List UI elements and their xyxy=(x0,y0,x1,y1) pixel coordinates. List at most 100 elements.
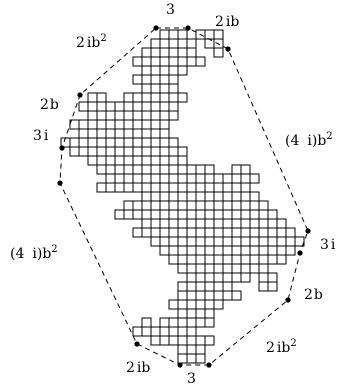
lattice-cell xyxy=(240,272,251,283)
lattice-cell xyxy=(96,137,107,148)
lattice-cell xyxy=(231,173,242,184)
lattice-cell xyxy=(258,263,269,274)
lattice-cell xyxy=(114,164,125,175)
vertex-lower-right xyxy=(285,297,291,303)
lattice-cell xyxy=(87,101,98,112)
lattice-cell xyxy=(141,209,152,220)
lattice-cell xyxy=(195,281,206,292)
lattice-cell xyxy=(258,254,269,265)
label-bottom-3: 3 xyxy=(187,371,196,387)
lattice-cell xyxy=(213,236,224,247)
lattice-cell xyxy=(294,236,305,247)
lattice-cell xyxy=(186,191,197,202)
lattice-cell xyxy=(87,128,98,139)
lattice-cell xyxy=(213,299,224,310)
lattice-cell xyxy=(240,191,251,202)
lattice-cell xyxy=(141,56,152,67)
lattice-cell xyxy=(87,155,98,166)
lattice-cell xyxy=(249,254,260,265)
lattice-cell xyxy=(168,164,179,175)
lattice-cell xyxy=(249,200,260,211)
lattice-cell xyxy=(78,146,89,157)
lattice-cell xyxy=(87,110,98,121)
lattice-cell xyxy=(168,92,179,103)
lattice-cell xyxy=(204,29,215,40)
lattice-cell xyxy=(141,164,152,175)
lattice-cell xyxy=(150,191,161,202)
lattice-cell xyxy=(186,236,197,247)
lattice-cell xyxy=(231,227,242,238)
lattice-cell xyxy=(231,218,242,229)
lattice-cell xyxy=(204,173,215,184)
lattice-cell xyxy=(240,245,251,256)
vertex-lower-left xyxy=(134,341,140,347)
lattice-cell xyxy=(114,137,125,148)
lattice-cell xyxy=(96,128,107,139)
lattice-cell xyxy=(240,200,251,211)
lattice-cell xyxy=(168,110,179,121)
lattice-cell xyxy=(195,254,206,265)
lattice-cell xyxy=(258,227,269,238)
lattice-cell xyxy=(150,128,161,139)
lattice-cell xyxy=(222,281,233,292)
lattice-cell xyxy=(159,74,170,85)
lattice-cell xyxy=(186,308,197,319)
lattice-cell xyxy=(204,272,215,283)
lattice-cell xyxy=(186,317,197,328)
lattice-cell xyxy=(96,182,107,193)
lattice-cell xyxy=(195,308,206,319)
lattice-cell xyxy=(159,146,170,157)
lattice-cell xyxy=(69,146,80,157)
lattice-cell xyxy=(123,146,134,157)
lattice-cell xyxy=(177,47,188,58)
lattice-cell xyxy=(159,101,170,112)
lattice-cell xyxy=(168,191,179,202)
lattice-cell xyxy=(231,200,242,211)
lattice-cell xyxy=(132,227,143,238)
lattice-cell xyxy=(240,209,251,220)
lattice-cell xyxy=(150,200,161,211)
lattice-cell xyxy=(249,245,260,256)
lattice-cell xyxy=(222,200,233,211)
lattice-cell xyxy=(141,47,152,58)
lattice-cell xyxy=(213,173,224,184)
lattice-cell xyxy=(258,209,269,220)
lattice-cell xyxy=(204,218,215,229)
lattice-cell xyxy=(186,173,197,184)
lattice-cell xyxy=(132,128,143,139)
lattice-cell xyxy=(231,209,242,220)
lattice-cell xyxy=(105,155,116,166)
lattice-cell xyxy=(195,290,206,301)
lattice-cell xyxy=(222,173,233,184)
lattice-cell xyxy=(285,245,296,256)
lattice-cell xyxy=(195,299,206,310)
lattice-cell xyxy=(213,245,224,256)
lattice-cell xyxy=(96,101,107,112)
lattice-cell xyxy=(186,164,197,175)
lattice-cell xyxy=(132,146,143,157)
lattice-cell xyxy=(177,263,188,274)
lattice-cell xyxy=(150,137,161,148)
lattice-cell xyxy=(141,326,152,337)
lattice-cell xyxy=(195,353,206,364)
lattice-cell xyxy=(150,155,161,166)
lattice-cell xyxy=(222,218,233,229)
lattice-cell xyxy=(96,110,107,121)
lattice-cell xyxy=(141,74,152,85)
lattice-cell xyxy=(105,182,116,193)
lattice-cell xyxy=(204,227,215,238)
lattice-cell xyxy=(150,173,161,184)
lattice-cell xyxy=(213,29,224,40)
lattice-cell xyxy=(78,128,89,139)
lattice-cell xyxy=(141,65,152,76)
lattice-cell xyxy=(195,335,206,346)
lattice-cell xyxy=(168,335,179,346)
lattice-cell xyxy=(159,200,170,211)
vertex-top-right xyxy=(185,25,191,31)
lattice-cell xyxy=(231,164,242,175)
